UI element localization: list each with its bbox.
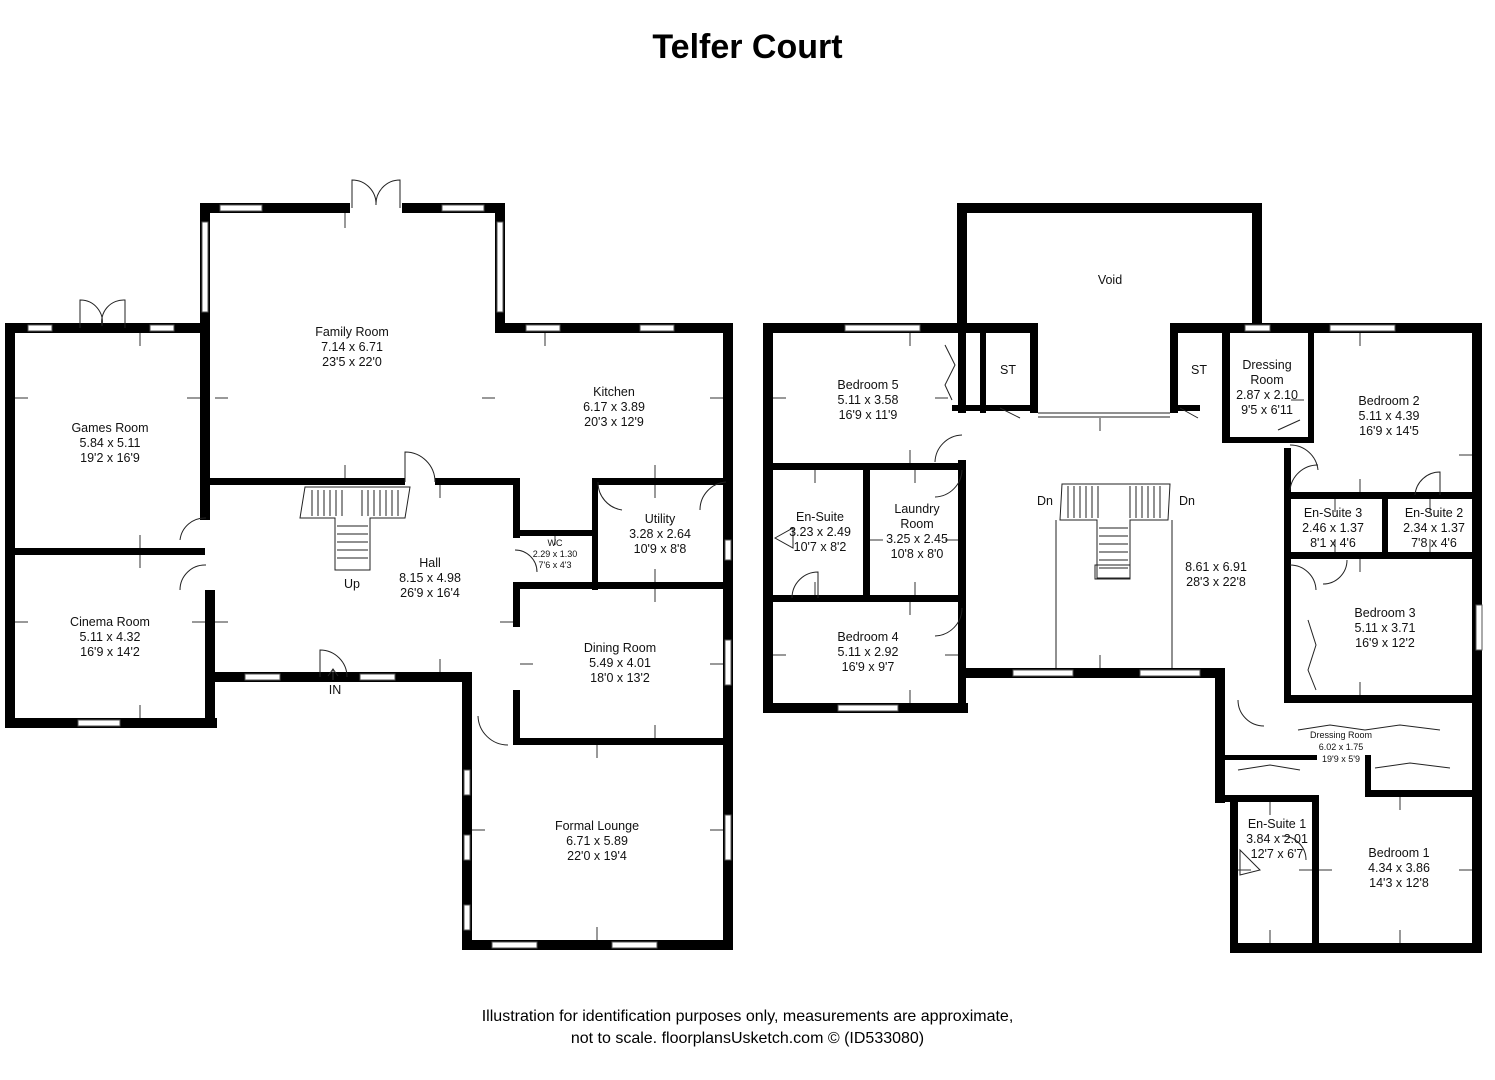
dressing-room-top-name-2: Room	[1250, 373, 1283, 387]
stairs-down-left: Dn	[1037, 494, 1053, 508]
bedroom2-imperial: 16'9 x 14'5	[1359, 424, 1419, 438]
laundry-name-1: Laundry	[894, 502, 940, 516]
ensuite3-name: En-Suite 3	[1304, 506, 1362, 520]
bedroom5-imperial: 16'9 x 11'9	[839, 408, 898, 422]
ground-floor-plan	[5, 179, 733, 950]
bedroom1-imperial: 14'3 x 12'8	[1369, 876, 1429, 890]
bedroom4-name: Bedroom 4	[837, 630, 898, 644]
kitchen-name: Kitchen	[593, 385, 635, 399]
dressing-room-main-metric: 6.02 x 1.75	[1319, 742, 1364, 752]
formal-lounge-name: Formal Lounge	[555, 819, 639, 833]
dressing-room-top-metric: 2.87 x 2.10	[1236, 388, 1298, 402]
first-floor-staircase	[1055, 483, 1173, 668]
ground-staircase	[299, 486, 411, 571]
bedroom5-metric: 5.11 x 3.58	[838, 393, 899, 407]
hall-metric: 8.15 x 4.98	[399, 571, 461, 585]
stairs-down-right: Dn	[1179, 494, 1195, 508]
dressing-room-top-name-1: Dressing	[1242, 358, 1291, 372]
dressing-room-main-name: Dressing Room	[1310, 730, 1372, 740]
laundry-name-2: Room	[900, 517, 933, 531]
page-title: Telfer Court	[652, 28, 843, 66]
ensuite1-name: En-Suite 1	[1248, 817, 1306, 831]
entrance-label: IN	[329, 683, 342, 697]
ensuite2-imperial: 7'8 x 4'6	[1411, 536, 1457, 550]
games-room-metric: 5.84 x 5.11	[80, 436, 141, 450]
utility-imperial: 10'9 x 8'8	[634, 542, 687, 556]
ensuite1-imperial: 12'7 x 6'7	[1251, 847, 1304, 861]
hall-imperial: 26'9 x 16'4	[400, 586, 460, 600]
wc-imperial: 7'6 x 4'3	[539, 560, 572, 570]
bedroom2-metric: 5.11 x 4.39	[1359, 409, 1420, 423]
disclaimer-line-1: Illustration for identification purposes…	[481, 1008, 1014, 1025]
ensuite2-metric: 2.34 x 1.37	[1403, 521, 1465, 535]
dining-room-name: Dining Room	[584, 641, 656, 655]
ensuite1-metric: 3.84 x 2.01	[1246, 832, 1308, 846]
bedroom1-name: Bedroom 1	[1368, 846, 1429, 860]
bedroom4-imperial: 16'9 x 9'7	[842, 660, 895, 674]
wc-metric: 2.29 x 1.30	[533, 549, 578, 559]
bedroom4-metric: 5.11 x 2.92	[838, 645, 899, 659]
games-room-imperial: 19'2 x 16'9	[80, 451, 140, 465]
landing-metric: 8.61 x 6.91	[1185, 560, 1247, 574]
utility-name: Utility	[645, 512, 676, 526]
ensuite-name: En-Suite	[796, 510, 844, 524]
formal-lounge-metric: 6.71 x 5.89	[566, 834, 628, 848]
wc-name: WC	[548, 538, 563, 548]
bedroom5-name: Bedroom 5	[837, 378, 898, 392]
kitchen-metric: 6.17 x 3.89	[583, 400, 645, 414]
utility-metric: 3.28 x 2.64	[629, 527, 691, 541]
laundry-imperial: 10'8 x 8'0	[891, 547, 944, 561]
landing-imperial: 28'3 x 22'8	[1186, 575, 1246, 589]
games-room-name: Games Room	[71, 421, 148, 435]
bedroom2-name: Bedroom 2	[1358, 394, 1419, 408]
family-room-imperial: 23'5 x 22'0	[322, 355, 382, 369]
ensuite3-imperial: 8'1 x 4'6	[1310, 536, 1356, 550]
cinema-room-name: Cinema Room	[70, 615, 150, 629]
dining-room-imperial: 18'0 x 13'2	[590, 671, 650, 685]
ensuite-metric: 3.23 x 2.49	[789, 525, 851, 539]
bedroom3-name: Bedroom 3	[1354, 606, 1415, 620]
ground-floor-labels: Family Room 7.14 x 6.71 23'5 x 22'0 Kitc…	[70, 325, 691, 863]
ensuite2-name: En-Suite 2	[1405, 506, 1463, 520]
ensuite3-metric: 2.46 x 1.37	[1302, 521, 1364, 535]
disclaimer-line-2: not to scale. floorplansUsketch.com © (I…	[570, 1030, 925, 1047]
disclaimer-footer: Illustration for identification purposes…	[0, 1006, 1495, 1050]
bedroom3-imperial: 16'9 x 12'2	[1355, 636, 1415, 650]
family-room-metric: 7.14 x 6.71	[321, 340, 383, 354]
dressing-room-main-imperial: 19'9 x 5'9	[1322, 754, 1360, 764]
cinema-room-imperial: 16'9 x 14'2	[80, 645, 140, 659]
dressing-room-top-imperial: 9'5 x 6'11	[1241, 403, 1293, 417]
dining-room-metric: 5.49 x 4.01	[589, 656, 651, 670]
kitchen-imperial: 20'3 x 12'9	[584, 415, 644, 429]
stairs-up-label: Up	[344, 577, 360, 591]
first-floor-plan	[763, 203, 1483, 953]
bedroom3-metric: 5.11 x 3.71	[1355, 621, 1416, 635]
store-left-label: ST	[1000, 363, 1016, 377]
ensuite-imperial: 10'7 x 8'2	[794, 540, 847, 554]
store-right-label: ST	[1191, 363, 1207, 377]
hall-name: Hall	[419, 556, 441, 570]
first-floor-labels: Void Bedroom 5 5.11 x 3.58 16'9 x 11'9 S…	[789, 273, 1465, 890]
family-room-name: Family Room	[315, 325, 389, 339]
void-label: Void	[1098, 273, 1122, 287]
formal-lounge-imperial: 22'0 x 19'4	[567, 849, 627, 863]
bedroom1-metric: 4.34 x 3.86	[1368, 861, 1430, 875]
cinema-room-metric: 5.11 x 4.32	[80, 630, 141, 644]
laundry-metric: 3.25 x 2.45	[886, 532, 948, 546]
